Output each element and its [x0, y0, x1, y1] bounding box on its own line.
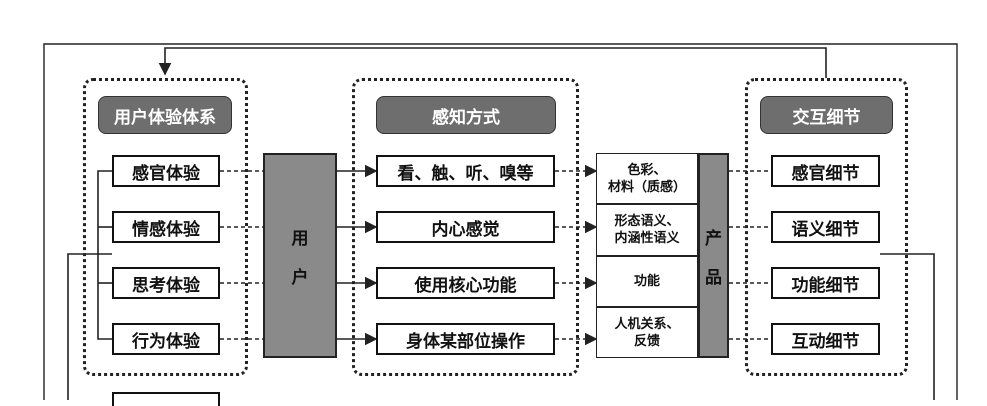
perception-group	[352, 78, 579, 376]
experience-item-thinking: 思考体验	[112, 267, 220, 299]
product-attribute-cell: 形态语义、 内涵性语义	[596, 204, 698, 256]
perception-header: 感知方式	[376, 96, 556, 134]
product-bar-char: 品	[705, 267, 722, 288]
interaction-details-header: 交互细节	[760, 96, 893, 134]
product-attribute-cell: 功能	[596, 256, 698, 307]
user-bar-char: 户	[291, 267, 309, 288]
product-bar-char: 产	[705, 228, 722, 249]
product-bar: 产 品	[698, 153, 729, 358]
user-bar: 用 户	[263, 153, 337, 358]
detail-item-interaction: 互动细节	[771, 323, 880, 355]
experience-item-emotional: 情感体验	[112, 211, 220, 243]
product-attribute-line: 功能	[633, 274, 660, 289]
detail-item-function: 功能细节	[771, 267, 880, 299]
product-attribute-cell: 色彩、 材料（质感）	[596, 153, 698, 204]
experience-system-group	[83, 78, 248, 376]
product-attribute-line: 人机关系、	[614, 316, 680, 332]
product-attribute-line: 反馈	[633, 333, 660, 349]
perception-item-core-function: 使用核心功能	[376, 267, 555, 299]
user-bar-char: 用	[291, 228, 309, 249]
extra-box-partial	[112, 392, 220, 406]
product-attribute-line: 色彩、	[627, 162, 667, 178]
experience-item-sensory: 感官体验	[112, 155, 220, 187]
perception-item-body-operation: 身体某部位操作	[376, 323, 555, 355]
interaction-details-group	[745, 78, 908, 376]
perception-item-inner-feeling: 内心感觉	[376, 211, 555, 243]
product-attribute-line: 材料（质感）	[607, 179, 686, 195]
product-attribute-line: 形态语义、	[614, 214, 680, 229]
product-attribute-cell: 人机关系、 反馈	[596, 307, 698, 358]
detail-item-semantic: 语义细节	[771, 211, 880, 243]
experience-item-behavior: 行为体验	[112, 323, 220, 355]
experience-system-header: 用户体验体系	[98, 96, 232, 134]
perception-item-senses: 看、触、听、嗅等	[376, 155, 555, 187]
product-attribute-line: 内涵性语义	[614, 231, 680, 246]
detail-item-sensory: 感官细节	[771, 155, 880, 187]
